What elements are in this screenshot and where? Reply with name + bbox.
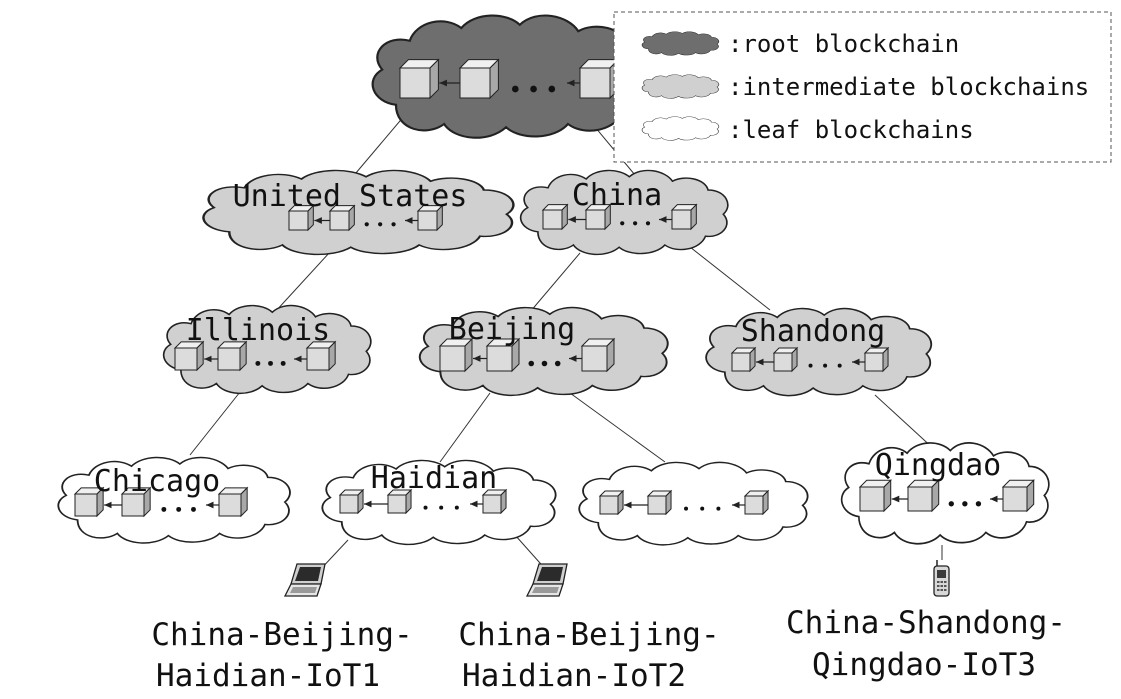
ellipsis-dot: [554, 360, 561, 367]
label-china: China: [572, 178, 662, 213]
legend-intermediate-swatch: [641, 74, 720, 99]
iot1-label-line1: China-Beijing-: [151, 617, 412, 653]
laptop-icon: [525, 563, 568, 597]
iot1-label-line2: Haidian-IoT1: [156, 658, 380, 694]
ellipsis-dot: [364, 222, 369, 227]
ellipsis-dot: [975, 501, 982, 507]
iot2-label-line2: Haidian-IoT2: [462, 658, 686, 694]
ellipsis-dot: [191, 506, 196, 512]
edge-china-shandong: [689, 246, 771, 311]
edge-china-beijing: [529, 252, 581, 313]
iot3-label-line1: China-Shandong-: [786, 605, 1066, 641]
ellipsis-dot: [255, 360, 261, 366]
label-beijing: Beijing: [449, 312, 575, 347]
legend-intermediate-label: :intermediate blockchains: [728, 73, 1089, 101]
ellipsis-dot: [280, 360, 286, 366]
ellipsis-dot: [645, 221, 651, 226]
ellipsis-dot: [548, 85, 556, 93]
ellipsis-dot: [176, 506, 182, 512]
phone-icon: [933, 560, 950, 597]
shandong-block-chain: [730, 346, 890, 373]
ellipsis-dot: [684, 506, 689, 511]
ellipsis-dot: [530, 85, 537, 93]
ellipsis-dot: [716, 506, 721, 511]
ellipsis-dot: [620, 221, 625, 226]
legend: :root blockchain :intermediate blockchai…: [613, 11, 1112, 163]
block-chains: [73, 58, 1035, 518]
ellipsis-dot: [423, 505, 428, 510]
ellipsis-dot: [528, 360, 535, 367]
label-chicago: Chicago: [94, 464, 220, 499]
beijing-block-chain: [438, 337, 616, 373]
ellipsis-dot: [541, 360, 548, 367]
ellipsis-dot: [268, 360, 273, 366]
legend-root-label: :root blockchain: [728, 30, 959, 58]
ellipsis-dot: [948, 501, 954, 507]
ellipsis-dot: [439, 505, 444, 510]
haidian-block-chain: [338, 488, 508, 515]
label-illinois: Illinois: [186, 313, 331, 348]
label-shandong: Shandong: [741, 314, 886, 349]
iot-devices: [283, 560, 950, 597]
legend-leaf-label: :leaf blockchains: [728, 116, 974, 144]
iot2-label-line1: China-Beijing-: [458, 617, 719, 653]
legend-leaf-swatch: [641, 116, 720, 141]
ellipsis-dot: [823, 363, 828, 368]
device-labels: China-Beijing- Haidian-IoT1 China-Beijin…: [151, 605, 1066, 694]
united-states-block-chain: [287, 204, 444, 232]
edge-united-states-illinois: [274, 251, 331, 313]
edge-beijing-haidian: [439, 392, 491, 463]
qingdao-block-chain: [858, 479, 1035, 513]
illinois-block-chain: [173, 340, 337, 372]
chicago-block-chain: [73, 486, 249, 518]
laptop-icon: [283, 563, 326, 597]
ellipsis-dot: [454, 505, 459, 510]
ellipsis-dot: [962, 501, 968, 507]
ellipsis-dot: [378, 222, 383, 227]
china-block-chain: [541, 203, 698, 231]
ellipsis-dot: [161, 506, 167, 512]
edge-illinois-chicago: [189, 391, 241, 456]
edge-root-united-states: [349, 114, 406, 181]
node-labels: United States China Illinois Beijing Sha…: [94, 178, 1001, 499]
label-united-states: United States: [233, 179, 468, 214]
edge-beijing-unnamed-leaf: [569, 392, 666, 463]
ellipsis-dot: [700, 506, 705, 511]
legend-root-swatch: [641, 31, 720, 56]
root-block-chain: [398, 58, 620, 100]
ellipsis-dot: [511, 85, 519, 93]
ellipsis-dot: [391, 222, 396, 227]
unnamed-leaf-block-chain: [598, 489, 770, 516]
ellipsis-dot: [837, 363, 842, 368]
iot3-label-line2: Qingdao-IoT3: [812, 647, 1036, 683]
edge-shandong-qingdao: [874, 394, 936, 451]
label-haidian: Haidian: [371, 461, 497, 496]
ellipsis-dot: [808, 363, 813, 368]
ellipsis-dot: [633, 221, 638, 226]
label-qingdao: Qingdao: [875, 448, 1001, 483]
